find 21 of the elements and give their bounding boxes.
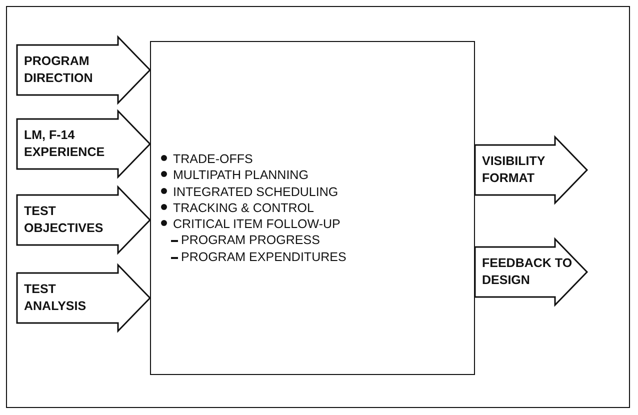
arrow-label: FEEDBACK TO DESIGN	[482, 255, 574, 289]
block-arrow	[16, 109, 152, 179]
block-arrow	[474, 237, 588, 307]
outer-frame	[6, 6, 630, 408]
arrow-label: VISIBILITY FORMAT	[482, 153, 546, 187]
arrow-label: PROGRAM DIRECTION	[24, 53, 94, 87]
block-arrow	[474, 135, 588, 205]
block-arrow	[16, 35, 152, 105]
list-item: PROGRAM PROGRESS	[159, 232, 474, 249]
list-item: INTEGRATED SCHEDULING	[159, 184, 474, 200]
list-item: TRADE-OFFS	[159, 151, 474, 168]
block-arrow	[16, 263, 152, 333]
list-item: TRACKING & CONTROL	[159, 200, 474, 216]
arrow-label: TEST ANALYSIS	[24, 281, 88, 315]
process-box	[150, 41, 475, 375]
list-item: PROGRAM EXPENDITURES	[159, 248, 474, 265]
arrow-label: TEST OBJECTIVES	[24, 203, 104, 237]
list-item: MULTIPATH PLANNING	[159, 167, 474, 184]
arrow-label: LM, F-14 EXPERIENCE	[24, 127, 106, 161]
list-item: CRITICAL ITEM FOLLOW-UP	[159, 216, 474, 232]
block-arrow	[16, 185, 152, 255]
